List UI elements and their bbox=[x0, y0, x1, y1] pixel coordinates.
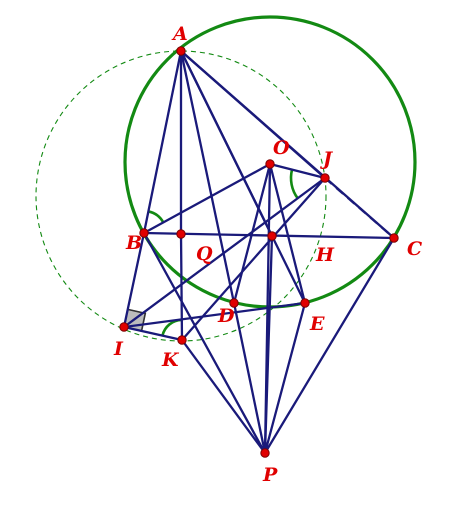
label-k: K bbox=[161, 349, 180, 371]
segment-ad bbox=[179, 49, 236, 305]
segment-pe bbox=[263, 301, 307, 455]
point-c bbox=[389, 233, 399, 243]
segment-ab bbox=[142, 49, 183, 235]
label-i: I bbox=[113, 338, 124, 360]
segment-kp bbox=[180, 338, 267, 455]
point-q bbox=[176, 229, 186, 239]
label-o: O bbox=[273, 137, 290, 159]
segment-oj bbox=[268, 162, 327, 180]
segment-oe bbox=[268, 162, 307, 305]
labels-layer: A O J B Q H C D E I K P bbox=[113, 23, 422, 486]
label-d: D bbox=[217, 305, 235, 327]
segment-bo bbox=[142, 162, 272, 235]
point-o bbox=[265, 159, 275, 169]
segment-pd bbox=[232, 301, 267, 455]
segment-qk bbox=[179, 232, 184, 342]
point-d bbox=[229, 298, 239, 308]
label-a: A bbox=[171, 23, 188, 45]
label-j: J bbox=[320, 148, 334, 170]
label-b: B bbox=[125, 232, 142, 254]
point-a bbox=[176, 46, 186, 56]
segment-ph bbox=[263, 234, 274, 455]
point-e bbox=[300, 298, 310, 308]
segments-layer bbox=[122, 49, 396, 455]
segment-ie bbox=[122, 301, 307, 329]
point-k bbox=[177, 335, 187, 345]
label-c: C bbox=[407, 238, 422, 260]
label-e: E bbox=[309, 313, 325, 335]
segment-bp bbox=[142, 231, 267, 455]
points-layer bbox=[119, 46, 399, 458]
label-q: Q bbox=[196, 243, 213, 265]
segment-aj bbox=[179, 49, 327, 180]
point-p bbox=[260, 448, 270, 458]
point-i bbox=[119, 322, 129, 332]
point-b bbox=[139, 228, 149, 238]
segment-bi bbox=[122, 231, 146, 329]
label-h: H bbox=[315, 244, 335, 266]
segment-kj bbox=[180, 176, 327, 342]
angle-mark-j bbox=[289, 169, 299, 200]
point-h bbox=[267, 231, 277, 241]
angle-mark-b bbox=[148, 210, 165, 224]
segment-ij bbox=[122, 176, 327, 329]
label-p: P bbox=[262, 464, 278, 486]
point-j bbox=[320, 173, 330, 183]
segment-ik bbox=[122, 325, 184, 342]
dashed-segment-jc bbox=[324, 177, 395, 239]
segment-ah bbox=[179, 49, 274, 238]
segment-pc bbox=[263, 236, 396, 455]
